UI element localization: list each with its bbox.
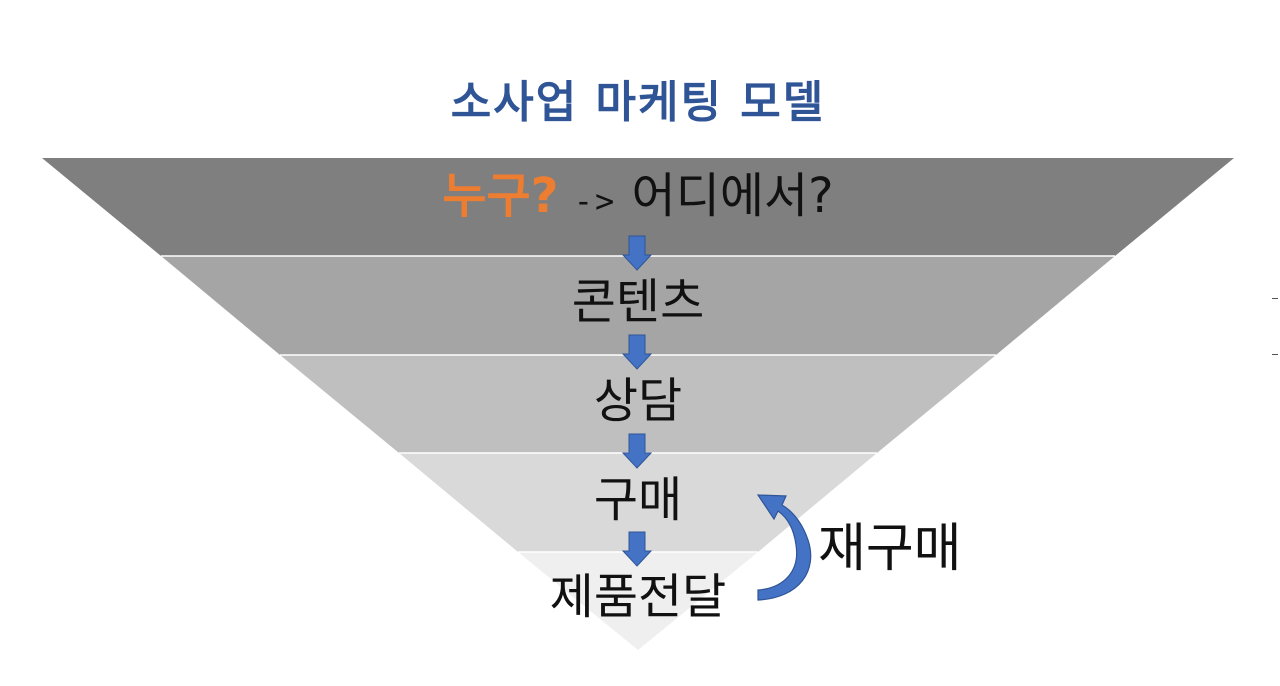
funnel-stage-2-band xyxy=(161,256,1115,355)
edge-mark xyxy=(1272,298,1278,299)
stage-purchase-label: 구매 xyxy=(593,472,683,528)
stage-who-where: 누구? -> 어디에서? xyxy=(0,172,1276,220)
down-arrow-icon xyxy=(621,334,653,370)
funnel-stage-4-band xyxy=(399,453,877,552)
stage-consult-label: 상담 xyxy=(593,373,683,429)
stage-arrow-text: -> xyxy=(573,182,617,220)
down-arrow-icon xyxy=(621,433,653,469)
down-arrow-icon xyxy=(621,235,653,271)
stage-who-label: 누구? xyxy=(442,168,559,224)
curved-loop-arrow-icon xyxy=(756,494,812,601)
page-title: 소사업 마케팅 모델 xyxy=(450,77,826,128)
stage-delivery-label: 제품전달 xyxy=(549,569,727,625)
stage-where-label: 어디에서? xyxy=(631,168,834,224)
funnel-stage-3-band xyxy=(280,355,996,453)
funnel-stage-1-band xyxy=(42,158,1234,256)
edge-mark xyxy=(1272,354,1278,355)
stage-content-label: 콘텐츠 xyxy=(571,274,705,330)
repurchase-label: 재구매 xyxy=(818,519,962,579)
funnel-stage-5-band xyxy=(518,552,758,650)
down-arrow-icon xyxy=(621,531,653,567)
